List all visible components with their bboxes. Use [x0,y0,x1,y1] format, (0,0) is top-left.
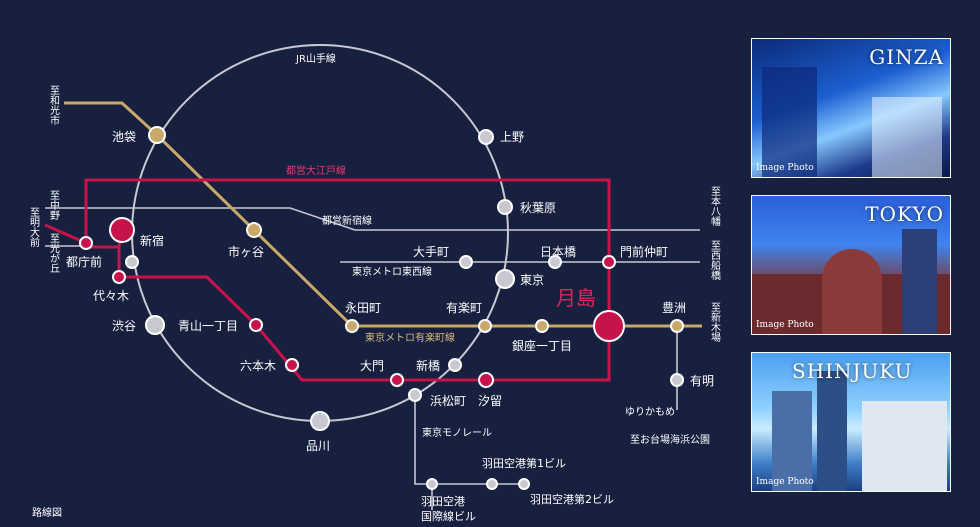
label-yurakucho-line: 東京メトロ有楽町線 [365,331,455,344]
station-shinjuku[interactable] [109,217,135,243]
label-toyosu: 豊洲 [662,301,686,315]
stations [79,126,684,490]
photo-ginza: GINZA Image Photo [751,38,951,178]
label-monorail: 東京モノレール [422,426,492,439]
station-daimon[interactable] [390,373,404,387]
photo-city-ginza: GINZA [869,45,944,69]
building-shape [762,67,817,177]
station-ikebukuro[interactable] [148,126,166,144]
station-shimbashi[interactable] [448,358,462,372]
station-monzennakacho[interactable] [602,255,616,269]
station-aoyama-itchome[interactable] [249,318,263,332]
dest-nakano: 至中野 [48,190,60,220]
label-ginza-itchome: 銀座一丁目 [512,338,572,353]
station-ginza-itchome[interactable] [535,319,549,333]
photo-caption-tokyo: Image Photo [756,320,814,330]
label-haneda-intl-1: 羽田空港 [421,494,465,508]
station-tokyo[interactable] [495,269,515,289]
label-jr-yamanote: JR山手線 [295,52,336,65]
label-tochomae: 都庁前 [66,254,102,269]
station-shinjuku-jr[interactable] [125,255,139,269]
station-yurakucho[interactable] [478,319,492,333]
map-caption: 路線図 [32,508,62,519]
label-tozai: 東京メトロ東西線 [352,265,432,278]
station-ichigaya[interactable] [246,222,262,238]
station-tsukishima[interactable] [593,310,625,342]
label-daimon: 大門 [360,359,384,373]
station-roppongi[interactable] [285,358,299,372]
photo-caption-shinjuku: Image Photo [756,477,814,487]
label-shinagawa: 品川 [306,439,330,453]
photo-tokyo: TOKYO Image Photo [751,195,951,335]
building-shape [902,229,937,334]
label-yoyogi: 代々木 [93,289,129,303]
station-haneda-t2[interactable] [518,478,530,490]
station-haneda-intl[interactable] [426,478,438,490]
building-shape [817,371,847,491]
photo-city-tokyo: TOKYO [865,202,944,226]
station-hamamatsucho[interactable] [408,388,422,402]
station-nihonbashi[interactable] [548,255,562,269]
dest-motoyawata: 至本八幡 [709,186,721,227]
dest-odaiba: 至お台場海浜公園 [630,433,710,446]
station-akihabara[interactable] [497,199,513,215]
station-nagatacho[interactable] [345,319,359,333]
label-tokyo: 東京 [520,273,544,287]
label-toei-oedo: 都営大江戸線 [286,164,346,177]
label-akihabara: 秋葉原 [520,201,556,215]
photo-caption-ginza: Image Photo [756,163,814,173]
label-ikebukuro: 池袋 [112,130,136,144]
label-shinjuku: 新宿 [140,233,164,248]
label-shimbashi: 新橋 [416,358,440,373]
label-monzennakacho: 門前仲町 [620,244,668,259]
dest-nishifunabashi: 至西船橋 [709,240,721,281]
label-hamamatsucho: 浜松町 [430,394,466,408]
label-shiodome: 汐留 [478,393,502,408]
station-otemachi[interactable] [459,255,473,269]
station-shinagawa[interactable] [310,411,330,431]
label-yurikamome: ゆりかもめ [625,406,675,418]
station-tochomae[interactable] [79,236,93,250]
label-toei-shinjuku: 都営新宿線 [322,214,372,227]
label-ichigaya: 市ヶ谷 [228,244,264,259]
station-toyosu[interactable] [670,319,684,333]
dest-hikarigaoka: 至光が丘 [48,233,60,273]
dest-meidaimae: 至明大前 [28,207,40,248]
label-ueno: 上野 [500,130,524,144]
station-ariake[interactable] [670,373,684,387]
station-shiodome[interactable] [478,372,494,388]
dest-shinkiba: 至新木場 [709,302,721,343]
photo-city-shinjuku: SHINJUKU [792,359,913,383]
station-ueno[interactable] [478,129,494,145]
label-haneda-intl-2: 国際線ビル [421,509,476,523]
label-haneda-t1: 羽田空港第1ビル [482,456,566,470]
station-shibuya[interactable] [145,315,165,335]
station-haneda-t1[interactable] [486,478,498,490]
label-aoyama-itchome: 青山一丁目 [178,319,238,333]
station-yoyogi[interactable] [112,270,126,284]
building-shape [822,249,882,334]
dest-wakokoshi: 至和光市 [48,85,60,126]
label-haneda-t2: 羽田空港第2ビル [530,492,614,506]
building-shape [872,97,942,177]
label-nihonbashi: 日本橋 [540,245,576,259]
label-shibuya: 渋谷 [112,319,136,333]
photo-shinjuku: SHINJUKU Image Photo [751,352,951,492]
label-otemachi: 大手町 [413,245,449,259]
building-shape [772,391,812,491]
label-yurakucho: 有楽町 [446,301,482,315]
label-roppongi: 六本木 [240,359,276,373]
label-nagatacho: 永田町 [345,301,381,315]
label-ariake: 有明 [690,374,714,388]
label-tsukishima: 月島 [556,286,596,310]
building-shape [862,401,947,491]
